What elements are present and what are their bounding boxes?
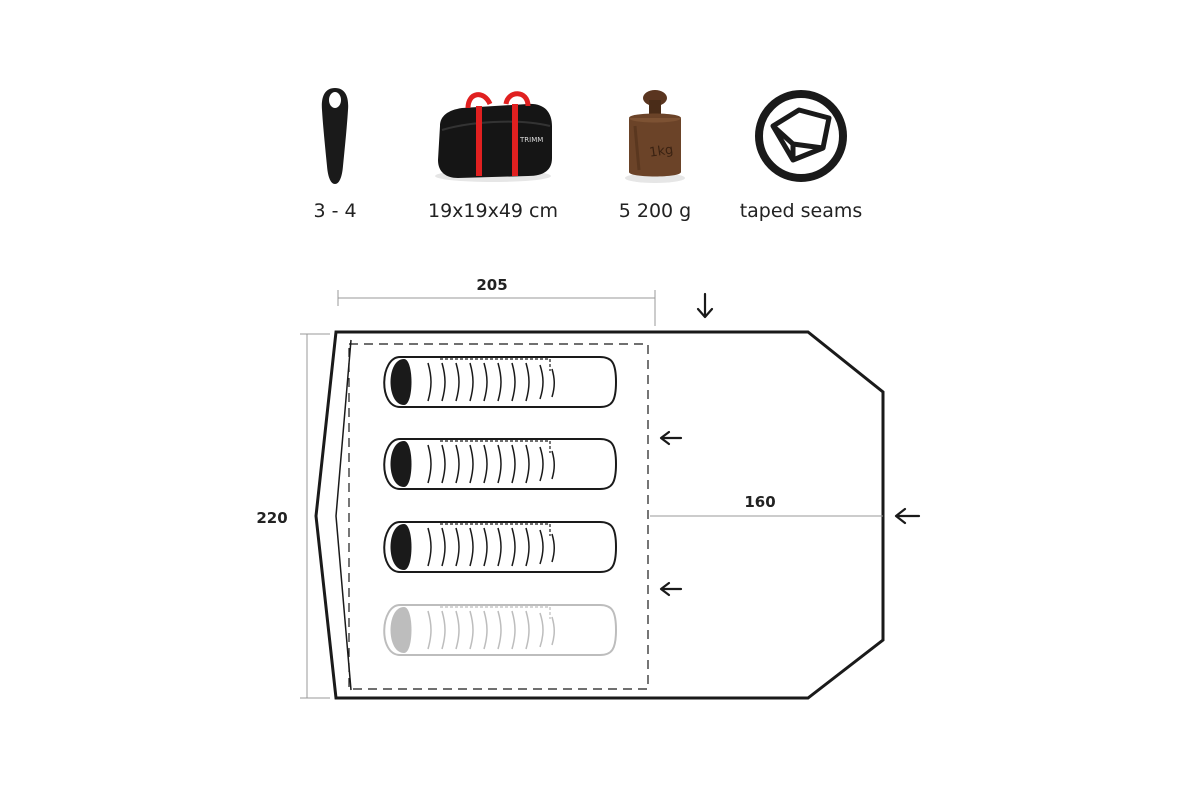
width-dimension: 220 [256, 333, 330, 699]
sleeping-bag-icon [321, 88, 349, 184]
taped-seams-icon [755, 90, 847, 182]
spec-packed-size-label: 19x19x49 cm [427, 200, 558, 222]
sleeping-area [348, 343, 649, 690]
weight-icon: 1kg [625, 90, 685, 183]
width-value: 220 [256, 509, 287, 527]
sleeping-bag-1 [383, 356, 617, 408]
arrow-down-icon [696, 292, 714, 319]
spec-capacity: 3 - 4 [245, 80, 425, 222]
length-value: 205 [476, 276, 507, 294]
arrow-left-icon [659, 581, 683, 597]
sleeping-bag-4-optional [383, 604, 618, 656]
sleeping-bag-2 [383, 438, 617, 490]
spec-seams: taped seams [711, 80, 891, 222]
vestibule-value: 160 [744, 493, 775, 511]
weight-mark-text: 1kg [648, 143, 674, 161]
arrow-left-icon [894, 507, 921, 525]
inner-tent-line [335, 339, 352, 691]
spec-seams-label: taped seams [739, 200, 863, 222]
spec-weight-label: 5 200 g [618, 200, 692, 222]
vestibule-dimension: 160 [650, 493, 883, 517]
arrow-left-icon [659, 430, 683, 446]
spec-weight: 1kg 5 200 g [565, 80, 745, 222]
length-dimension: 205 [337, 276, 656, 326]
sleeping-bag-3 [383, 521, 617, 573]
spec-capacity-label: 3 - 4 [313, 200, 357, 222]
bag-brand-text: TRIMM [519, 136, 543, 144]
duffel-bag-icon: TRIMM [435, 91, 552, 182]
spec-packed-size: TRIMM 19x19x49 cm [403, 80, 583, 222]
